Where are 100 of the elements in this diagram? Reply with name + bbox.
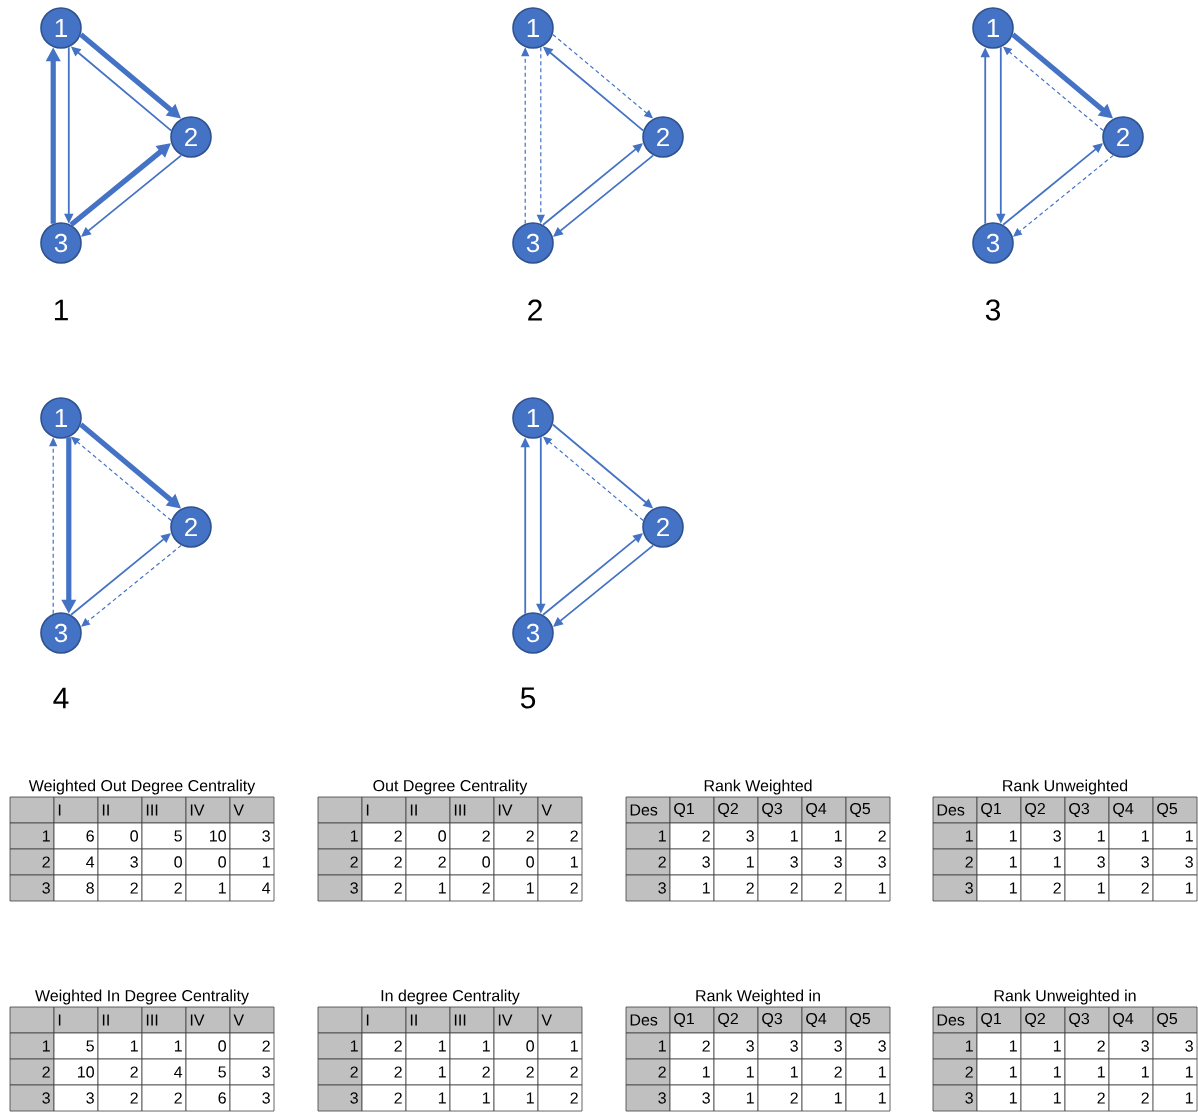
table-cell: 1 [932, 822, 978, 850]
table-cell: 2 [361, 874, 407, 902]
table-cell: 1 [801, 822, 847, 850]
table-cell: 1 [976, 1058, 1022, 1086]
arrow [553, 154, 655, 237]
table-cell: 1 [625, 822, 671, 850]
table-cell: 1 [229, 848, 275, 876]
table-cell: 3 [97, 848, 143, 876]
table-cell: 1 [1020, 1084, 1066, 1112]
table-cell: 6 [53, 822, 99, 850]
table-cell: 3 [53, 1084, 99, 1112]
table-cell: 1 [1020, 848, 1066, 876]
table-title: Rank Unweighted [1003, 779, 1128, 795]
table-cell: 3 [801, 1032, 847, 1060]
table-cell: 0 [493, 848, 539, 876]
table-cell: 1 [1020, 1058, 1066, 1086]
table-cell: Q2 [713, 796, 759, 824]
table-cell: 0 [185, 1032, 231, 1060]
table-cell: 1 [97, 1032, 143, 1060]
table-cell: 3 [845, 1032, 891, 1060]
table-cell: 1 [449, 1032, 495, 1060]
table-cell: 2 [9, 1058, 55, 1086]
table-cell: 2 [405, 848, 451, 876]
table-cell: 0 [185, 848, 231, 876]
table-cell: 1 [1108, 1058, 1154, 1086]
table-cell: Q5 [845, 1006, 891, 1034]
table-cell: 2 [229, 1032, 275, 1060]
table-cell: 2 [361, 1084, 407, 1112]
table-cell: 1 [493, 874, 539, 902]
table-cell: 2 [493, 1058, 539, 1086]
table-cell: 0 [493, 1032, 539, 1060]
table-cell: II [405, 796, 451, 824]
table-title: Weighted Out Degree Centrality [28, 779, 256, 795]
table-cell: IV [185, 1006, 231, 1034]
table-cell: 10 [185, 822, 231, 850]
table-cell: 2 [757, 874, 803, 902]
table-cell: Q5 [1152, 1006, 1198, 1034]
table-cell: 2 [317, 848, 363, 876]
table-cell: 4 [229, 874, 275, 902]
table-cell: 1 [537, 1032, 583, 1060]
table-cell: 2 [1020, 874, 1066, 902]
table-cell: 1 [845, 1084, 891, 1112]
arrow [553, 544, 655, 627]
table-cell: 2 [141, 874, 187, 902]
table-title: In degree Centrality [381, 989, 520, 1005]
table-cell: 1 [976, 848, 1022, 876]
table-cell: 1 [713, 848, 759, 876]
table-cell: 3 [713, 1032, 759, 1060]
table-cell: III [449, 1006, 495, 1034]
table-cell: 2 [625, 848, 671, 876]
table-cell: 1 [1152, 874, 1198, 902]
table-cell: 1 [405, 1032, 451, 1060]
table-cell: 2 [757, 1084, 803, 1112]
table-cell: 5 [185, 1058, 231, 1086]
table-cell: 3 [317, 1084, 363, 1112]
table-cell: Q2 [1020, 796, 1066, 824]
table-cell: 1 [757, 1058, 803, 1086]
table-cell: 3 [932, 874, 978, 902]
table-cell: 2 [537, 822, 583, 850]
table-cell: I [53, 1006, 99, 1034]
table-cell: 2 [537, 874, 583, 902]
table-cell: Q5 [1152, 796, 1198, 824]
table-cell: IV [493, 1006, 539, 1034]
table-cell: V [537, 796, 583, 824]
table-cell: 2 [361, 822, 407, 850]
table-cell: 1 [757, 822, 803, 850]
table-cell: 5 [53, 1032, 99, 1060]
table-cell: 2 [537, 1084, 583, 1112]
table-cell: IV [185, 796, 231, 824]
table-title: Rank Weighted in [696, 989, 820, 1005]
table-cell: 2 [361, 848, 407, 876]
graph-number: 5 [520, 687, 536, 709]
table-title: Out Degree Centrality [373, 779, 528, 795]
table-cell: Q1 [669, 796, 715, 824]
table-cell: 2 [537, 1058, 583, 1086]
table-cell: II [97, 1006, 143, 1034]
table-cell: 1 [317, 1032, 363, 1060]
table-cell: 1 [1064, 1058, 1110, 1086]
table-cell: 3 [1108, 1032, 1154, 1060]
table-title: Rank Weighted [704, 779, 812, 795]
table-cell: 1 [976, 1084, 1022, 1112]
table-cell: 3 [229, 822, 275, 850]
table-cell: 1 [141, 1032, 187, 1060]
table-cell: Q4 [1108, 1006, 1154, 1034]
table-cell: 1 [1064, 822, 1110, 850]
table-cell: 1 [669, 874, 715, 902]
table-cell: 2 [932, 1058, 978, 1086]
table-cell: 1 [845, 874, 891, 902]
table-cell: 3 [932, 1084, 978, 1112]
table-cell: 1 [1064, 874, 1110, 902]
graph-number: 3 [985, 299, 1001, 321]
table-cell: 2 [449, 1058, 495, 1086]
table-cell: Q4 [801, 796, 847, 824]
table-cell: V [229, 796, 275, 824]
arrow [81, 154, 183, 237]
table-cell: V [229, 1006, 275, 1034]
table-cell: 3 [229, 1084, 275, 1112]
table-cell: Q1 [669, 1006, 715, 1034]
table-cell: 1 [801, 1084, 847, 1112]
table-cell: 1 [713, 1058, 759, 1086]
